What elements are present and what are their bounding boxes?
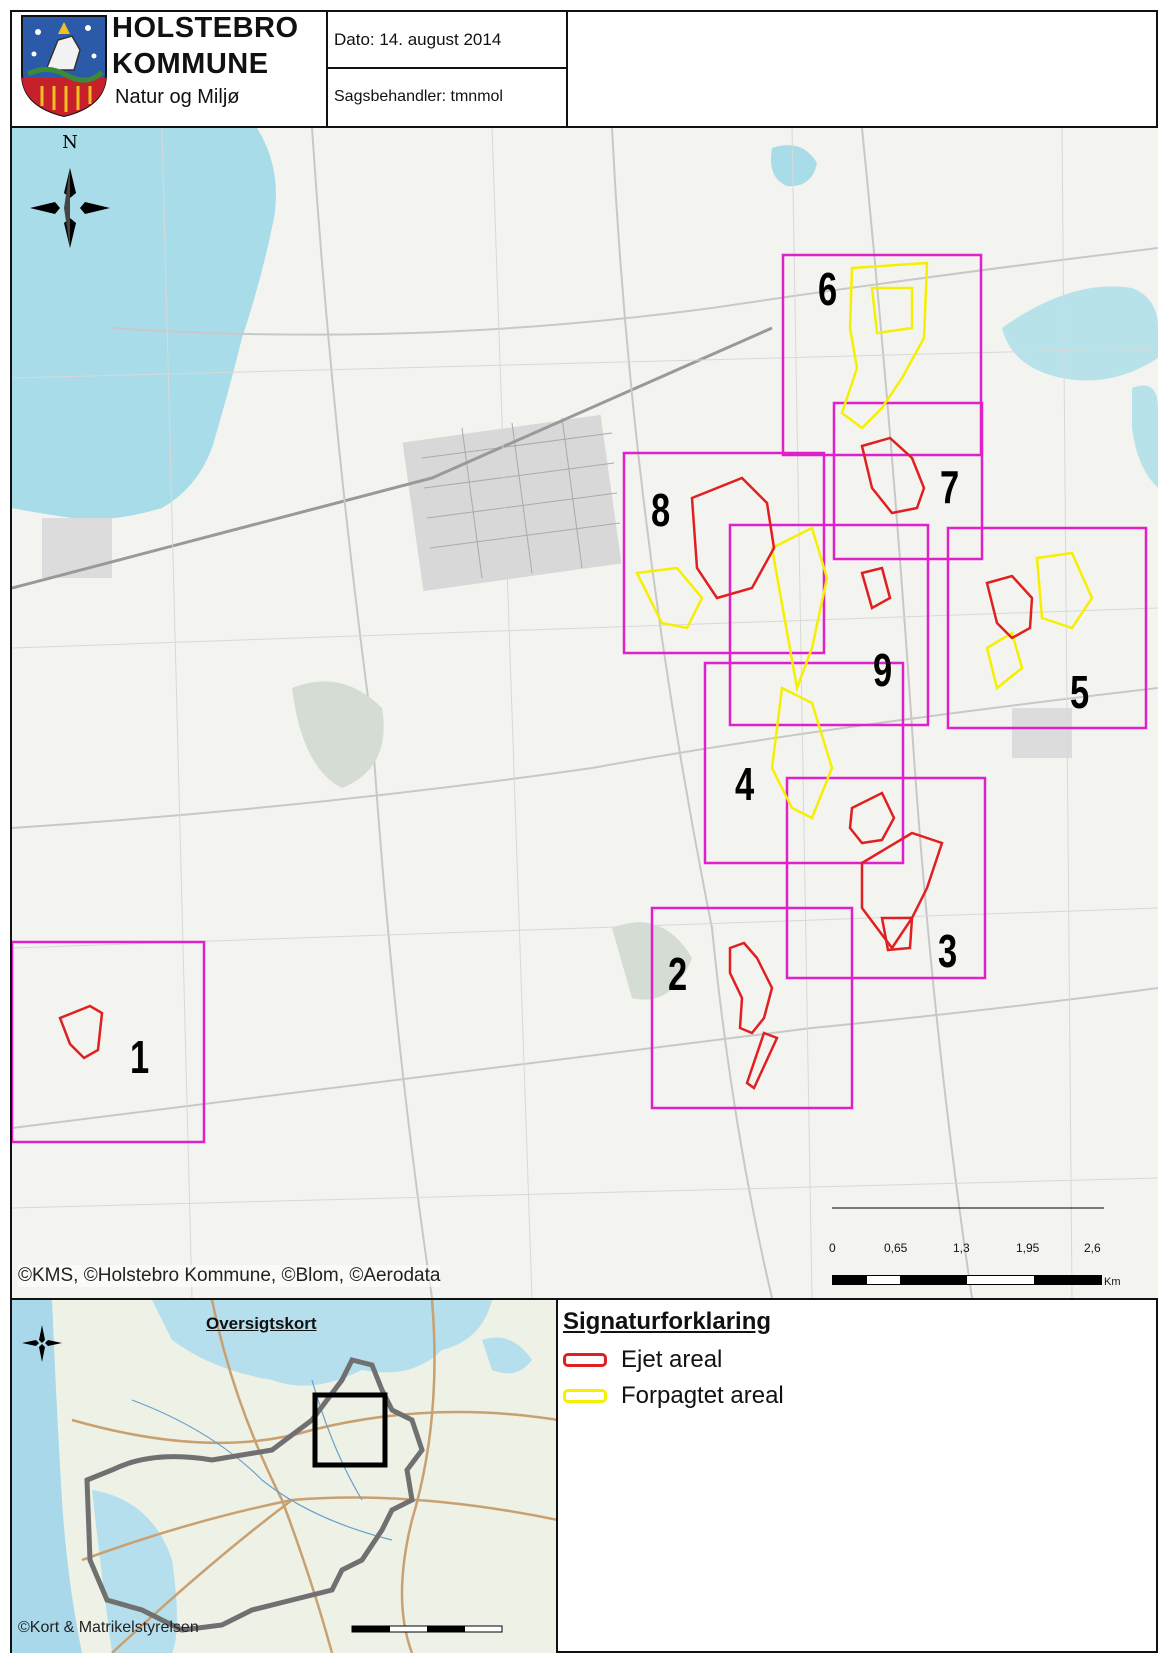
area-label-3: 3 [938,925,958,977]
area-box-3 [785,776,987,980]
owned-parcel [745,1031,779,1090]
case-handler-label: Sagsbehandler: tmnmol [334,88,503,105]
area-box-5 [946,526,1148,730]
leased-parcel [985,631,1024,691]
leased-parcel [840,261,929,430]
scale-label: 0,65 [884,1241,908,1255]
area-label-5: 5 [1070,666,1090,718]
area-box-1 [12,940,206,1144]
area-label-8: 8 [651,484,671,536]
town-southeast [1012,708,1072,758]
owned-parcel [848,791,896,845]
header-divider [326,67,568,69]
section-divider [556,1300,558,1653]
municipality-boundary [84,1357,425,1633]
section-divider [12,1298,1158,1300]
north-arrow-icon [22,1325,62,1362]
legend-item-leased: Forpagtet areal [563,1381,784,1411]
owned-parcel [860,566,892,610]
leased-parcel [1035,551,1094,630]
sea [12,1300,82,1653]
owned-parcel [880,916,914,952]
area-box-7 [832,401,984,561]
map-copyright: ©KMS, ©Holstebro Kommune, ©Blom, ©Aeroda… [18,1265,441,1287]
town-vinderup [402,414,622,592]
leased-parcel [770,686,834,820]
scale-bar [832,1275,1102,1285]
owned-parcel [690,476,776,600]
date-label: Dato: 14. august 2014 [334,30,502,49]
owned-parcel [58,1004,104,1060]
area-label-6: 6 [818,263,838,315]
org-name-line1: HOLSTEBRO [112,12,299,44]
scale-label: 1,3 [953,1241,970,1255]
fjord-water [12,128,276,520]
scale-label: 0 [829,1241,836,1255]
legend-label: Ejet areal [621,1346,723,1373]
area-box-9 [728,523,930,727]
lake [771,145,817,187]
header [10,10,1158,128]
overview-extent-box [312,1392,388,1468]
leased-parcel [770,526,829,693]
leased-swatch [563,1389,607,1403]
town-west [42,518,112,578]
owned-parcel [985,574,1034,640]
owned-parcel [860,436,926,515]
owned-swatch [563,1353,607,1367]
lake [482,1337,532,1374]
header-divider [326,10,328,128]
overview-scale-bar [351,1625,503,1633]
scale-unit: Km [1104,1276,1121,1288]
lake [1002,286,1158,381]
scale-label: 2,6 [1084,1241,1101,1255]
area-label-9: 9 [873,644,893,696]
area-label-4: 4 [735,758,755,810]
main-map[interactable]: N [12,128,1158,1298]
railway [12,326,773,590]
department-label: Natur og Miljø [115,86,240,108]
area-label-1: 1 [130,1031,150,1083]
overview-title: Oversigtskort [206,1314,317,1333]
area-box-4 [703,661,905,865]
legend-label: Forpagtet areal [621,1382,784,1409]
overview-map[interactable] [12,1300,558,1653]
north-label: N [62,132,78,153]
header-divider [566,10,568,128]
area-label-2: 2 [668,948,688,1000]
area-box-6 [781,253,983,457]
legend-title: Signaturforklaring [563,1308,772,1335]
area-label-7: 7 [940,461,960,513]
municipality-crest-logo [21,15,107,118]
leased-parcel [635,566,704,630]
scale-label: 1,95 [1016,1241,1040,1255]
lake [1132,385,1158,488]
fjord [152,1300,492,1386]
north-arrow-icon [30,168,110,248]
legend-item-owned: Ejet areal [563,1345,722,1375]
org-name-line2: KOMMUNE [112,48,269,80]
area-box-8 [622,451,826,655]
overview-copyright: ©Kort & Matrikelstyrelsen [18,1619,199,1636]
leased-parcel [870,286,914,335]
owned-parcel [728,941,774,1035]
area-box-2 [650,906,854,1110]
